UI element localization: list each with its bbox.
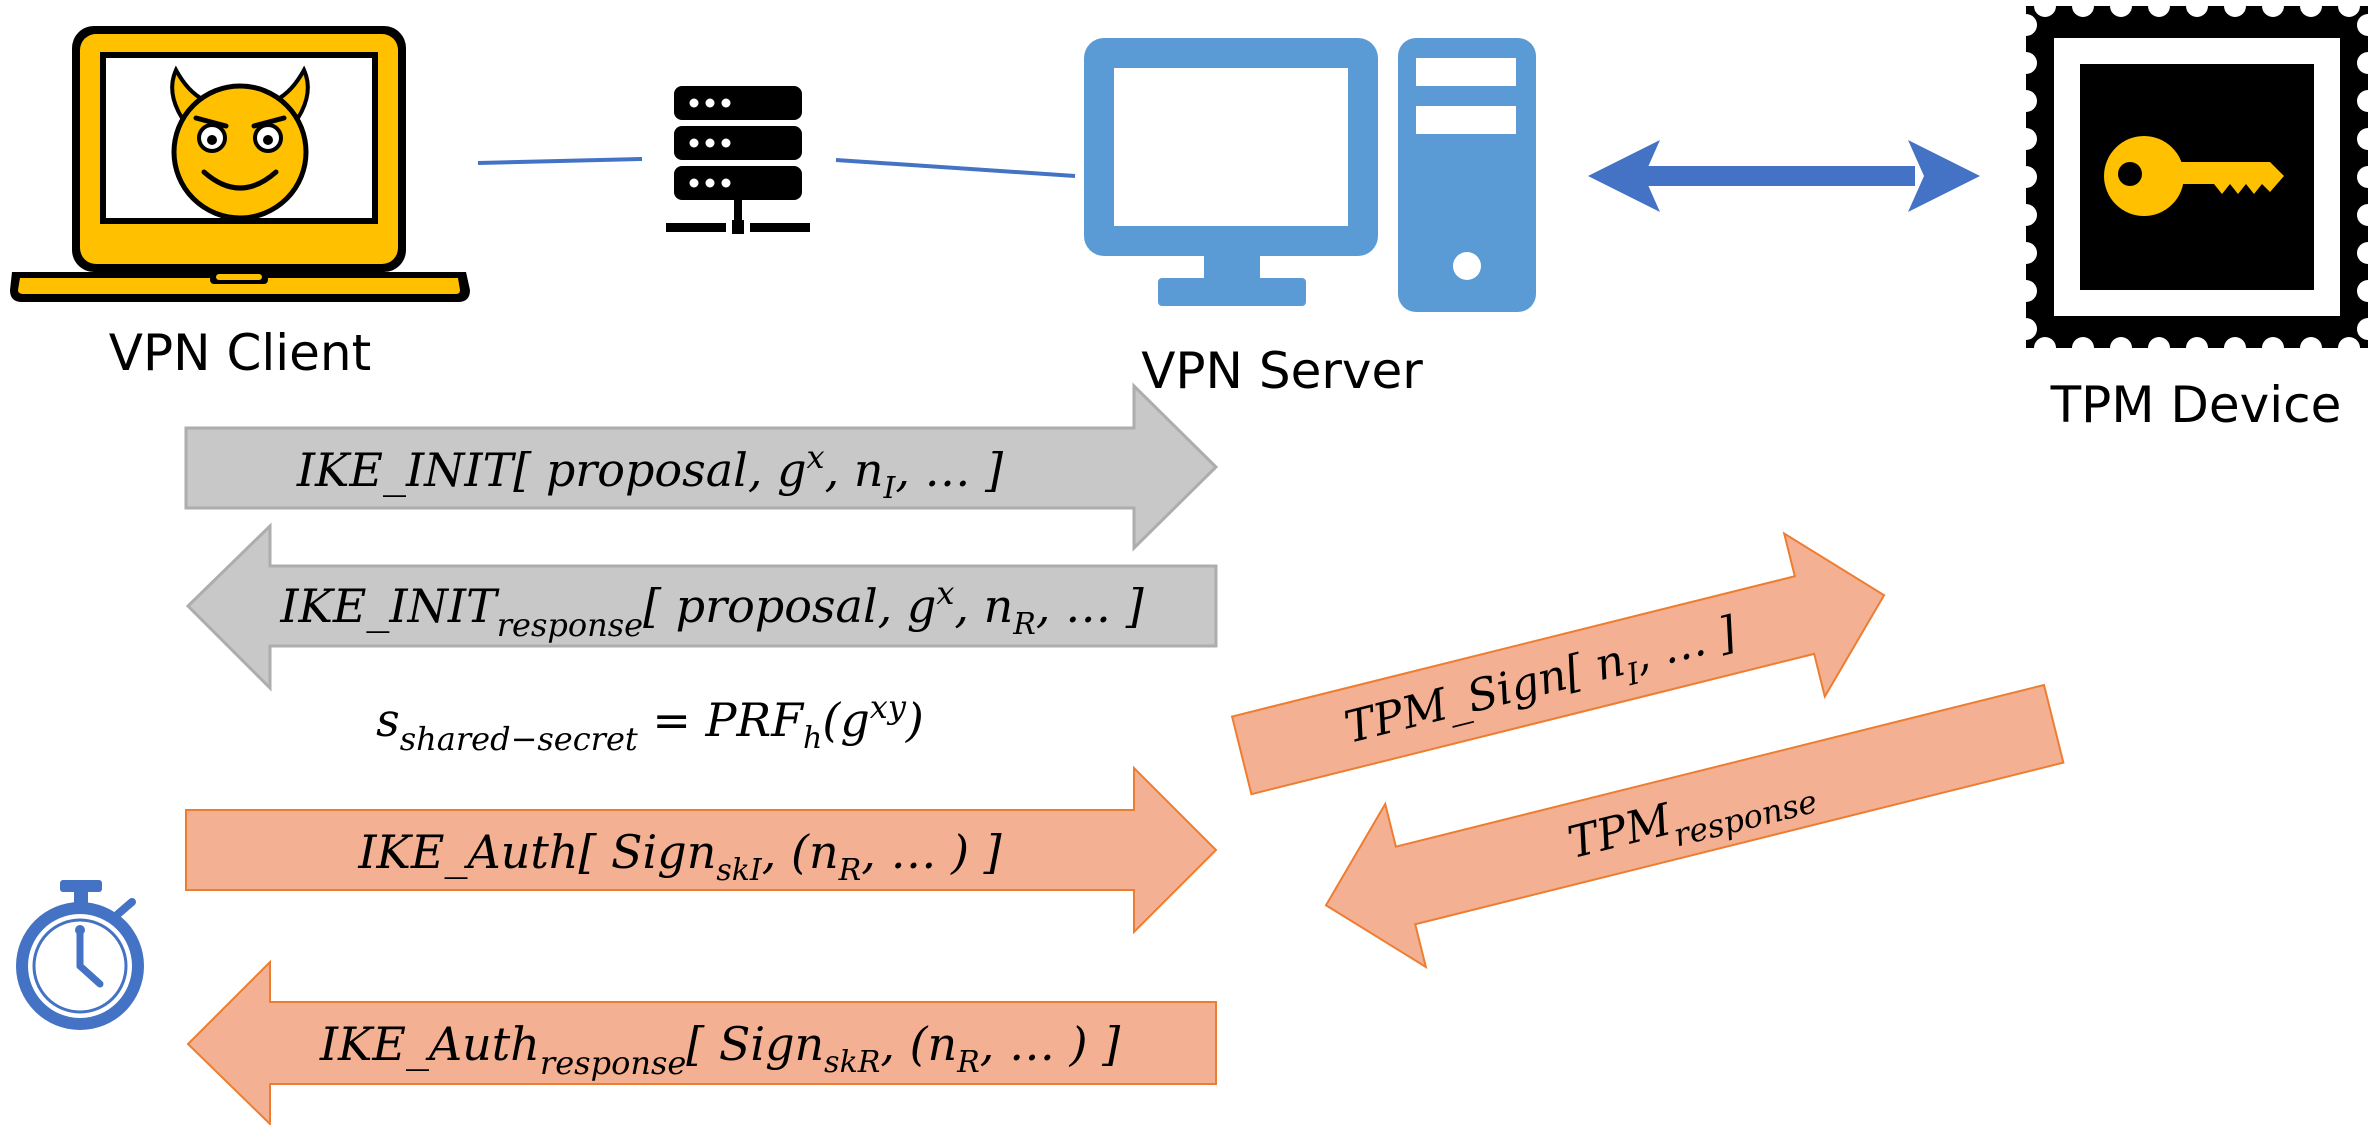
stamp-notch [2357, 166, 2376, 188]
bidirectional-arrow [1588, 140, 1980, 212]
ike-auth-response-text: IKE_Authresponse[ SignskR, (nR, … ) ] [319, 1017, 1120, 1082]
stamp-notch [2072, 337, 2094, 359]
stamp-notch [2072, 0, 2094, 17]
stamp-notch [2300, 0, 2322, 17]
ike-auth-text: IKE_Auth[ SignskI, (nR, … ) ] [357, 825, 1001, 888]
stamp-notch [2338, 0, 2360, 17]
stamp-notch [2357, 204, 2376, 226]
stamp-notch [2357, 318, 2376, 340]
client-label: VPN Client [109, 324, 371, 382]
stamp-notch [2015, 90, 2037, 112]
ike-init-response-text: IKE_INITresponse[ proposal, gx, nR, … ] [279, 574, 1143, 644]
stamp-notch [2034, 337, 2056, 359]
stamp-notch [2110, 0, 2132, 17]
stamp-notch [2357, 14, 2376, 36]
tpm-sign-arrow: TPM_Sign[ nI, … ] [1230, 531, 1886, 796]
stamp-notch [2186, 0, 2208, 17]
stamp-notch [2357, 128, 2376, 150]
stamp-notch [2034, 0, 2056, 17]
stamp-notch [2015, 242, 2037, 264]
stamp-notch [2148, 337, 2170, 359]
stamp-notch [2224, 337, 2246, 359]
stamp-notch [2338, 337, 2360, 359]
ike-init-text: IKE_INIT[ proposal, gx, nI, … ] [296, 438, 1003, 506]
ike-auth-arrow: IKE_Auth[ SignskI, (nR, … ) ] [185, 765, 1218, 935]
stamp-notch [2262, 337, 2284, 359]
tpm-key-stamp-icon [2015, 0, 2376, 359]
stamp-notch [2015, 280, 2037, 302]
ike-init-arrow: IKE_INIT[ proposal, gx, nI, … ] [184, 382, 1219, 552]
tpm-response-arrow: TPMresponse [1324, 683, 2065, 970]
network-server-icon [666, 86, 810, 234]
stamp-notch [2300, 337, 2322, 359]
stamp-notch [2357, 280, 2376, 302]
desktop-computer-icon [1084, 38, 1536, 312]
stamp-notch [2357, 90, 2376, 112]
stamp-notch [2015, 128, 2037, 150]
stamp-notch [2357, 242, 2376, 264]
stamp-notch [2015, 166, 2037, 188]
router-server-line [835, 158, 1076, 178]
devil-laptop-icon [10, 26, 470, 302]
server-label: VPN Server [1141, 342, 1423, 400]
client-router-line [477, 157, 643, 165]
tpm-label: TPM Device [2050, 376, 2342, 434]
stamp-notch [2015, 318, 2037, 340]
stamp-notch [2262, 0, 2284, 17]
ike-auth-response-arrow: IKE_Authresponse[ SignskR, (nR, … ) ] [186, 959, 1217, 1125]
stamp-notch [2015, 52, 2037, 74]
stamp-notch [2148, 0, 2170, 17]
ike-init-response-arrow: IKE_INITresponse[ proposal, gx, nR, … ] [185, 522, 1218, 692]
stamp-notch [2224, 0, 2246, 17]
stopwatch-icon [16, 880, 144, 1030]
stamp-notch [2186, 337, 2208, 359]
stamp-notch [2110, 337, 2132, 359]
stamp-notch [2357, 52, 2376, 74]
stamp-notch [2015, 204, 2037, 226]
shared-secret-equation: sshared−secret = PRFh(gxy) [376, 688, 924, 758]
stamp-notch [2015, 14, 2037, 36]
